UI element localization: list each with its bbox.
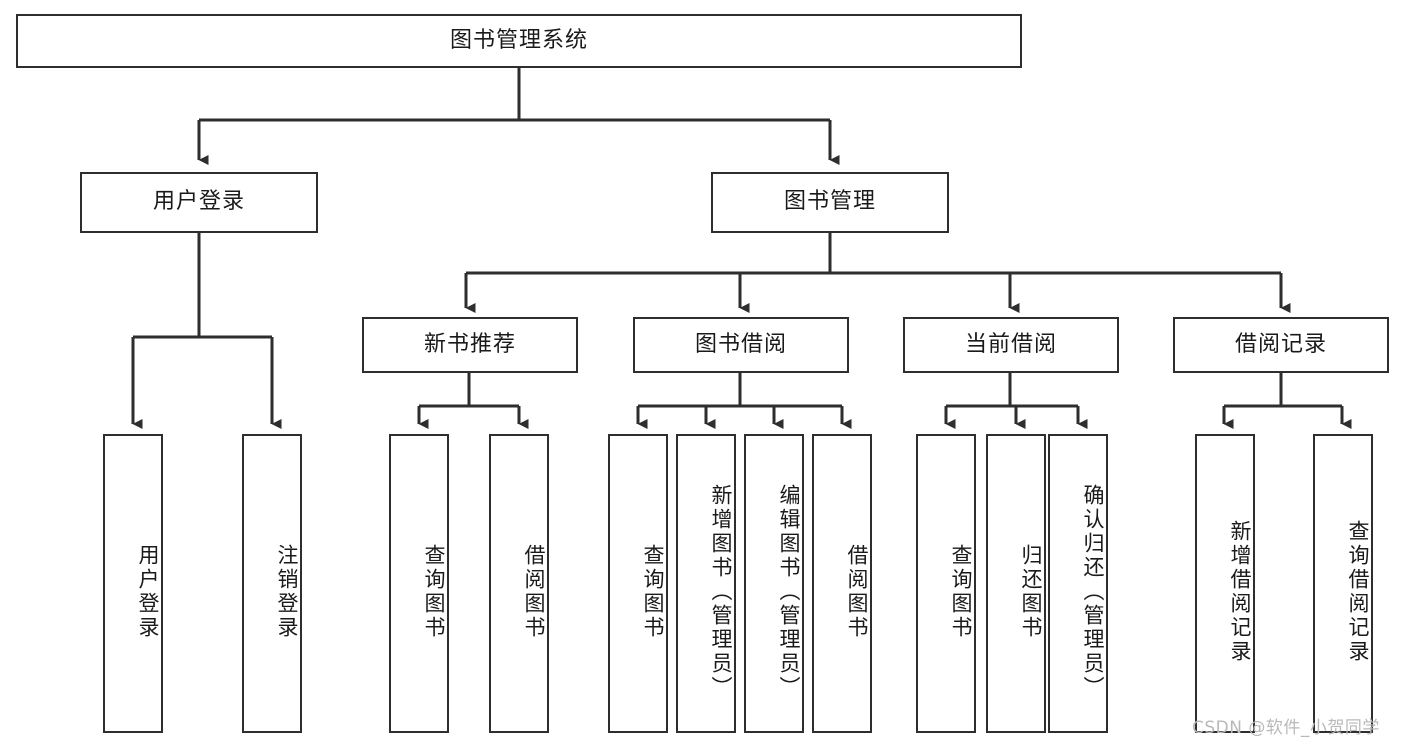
node-label: 归还图书 xyxy=(1019,543,1043,640)
node-label: 新增借阅记录 xyxy=(1228,519,1252,664)
leaf-borrow-book[interactable]: 借阅图书 xyxy=(812,434,872,733)
node-label: 新书推荐 xyxy=(423,331,516,357)
node-label: 当前借阅 xyxy=(964,331,1057,357)
node-label: 查询借阅记录 xyxy=(1346,519,1370,664)
leaf-query-book-borrow[interactable]: 查询图书 xyxy=(608,434,668,733)
leaf-query-book-current[interactable]: 查询图书 xyxy=(916,434,976,733)
watermark-text: CSDN @软件_小贺同学 xyxy=(1192,718,1380,738)
leaf-confirm-return-admin[interactable]: 确认归还（管理员） xyxy=(1048,434,1108,733)
leaf-add-borrow-record[interactable]: 新增借阅记录 xyxy=(1195,434,1255,733)
node-current-borrow[interactable]: 当前借阅 xyxy=(903,317,1119,373)
node-label: 用户登录 xyxy=(152,189,245,215)
node-root-system[interactable]: 图书管理系统 xyxy=(16,14,1022,68)
node-label: 图书管理系统 xyxy=(449,27,588,53)
node-label: 编辑图书（管理员） xyxy=(777,483,801,700)
node-label: 借阅图书 xyxy=(845,543,869,640)
leaf-query-borrow-record[interactable]: 查询借阅记录 xyxy=(1313,434,1373,733)
node-new-book-recommend[interactable]: 新书推荐 xyxy=(362,317,578,373)
node-label: 确认归还（管理员） xyxy=(1081,483,1105,700)
node-label: 用户登录 xyxy=(136,543,160,640)
leaf-return-book[interactable]: 归还图书 xyxy=(986,434,1046,733)
node-user-login[interactable]: 用户登录 xyxy=(80,172,318,233)
leaf-query-book-recommend[interactable]: 查询图书 xyxy=(389,434,449,733)
node-label: 查询图书 xyxy=(422,543,446,640)
leaf-user-login[interactable]: 用户登录 xyxy=(103,434,163,733)
leaf-borrow-book-recommend[interactable]: 借阅图书 xyxy=(489,434,549,733)
node-label: 查询图书 xyxy=(641,543,665,640)
node-label: 查询图书 xyxy=(949,543,973,640)
leaf-logout[interactable]: 注销登录 xyxy=(242,434,302,733)
node-borrow-record[interactable]: 借阅记录 xyxy=(1173,317,1389,373)
node-label: 注销登录 xyxy=(275,543,299,640)
node-label: 图书管理 xyxy=(783,189,876,215)
node-label: 图书借阅 xyxy=(694,331,787,357)
node-label: 借阅图书 xyxy=(522,543,546,640)
node-book-management[interactable]: 图书管理 xyxy=(711,172,949,233)
leaf-edit-book-admin[interactable]: 编辑图书（管理员） xyxy=(744,434,804,733)
leaf-add-book-admin[interactable]: 新增图书（管理员） xyxy=(676,434,736,733)
node-label: 借阅记录 xyxy=(1234,331,1327,357)
node-book-borrow[interactable]: 图书借阅 xyxy=(633,317,849,373)
node-label: 新增图书（管理员） xyxy=(709,483,733,700)
